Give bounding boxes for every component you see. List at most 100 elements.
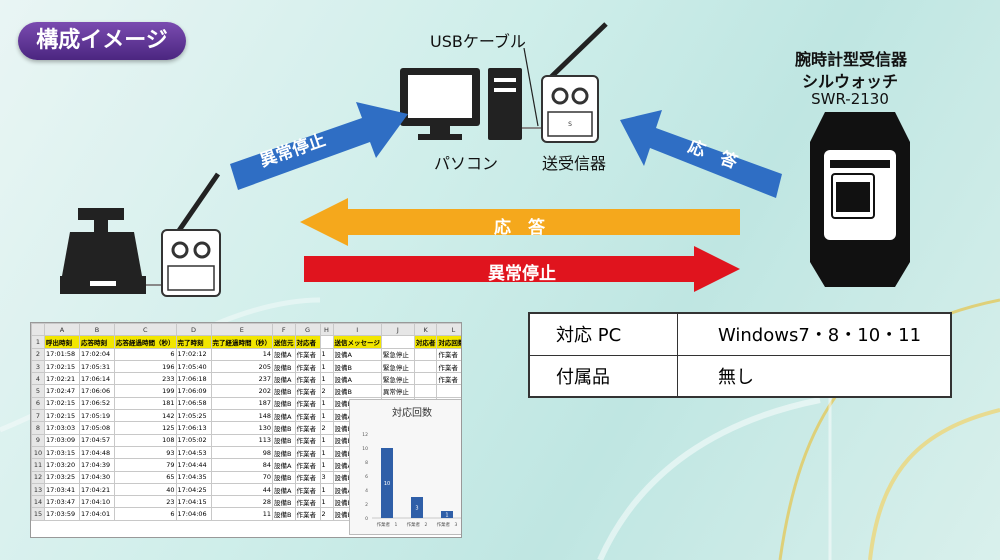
spec-table: 対応 PC Windows7・8・10・11 付属品 無し [528, 312, 952, 398]
sheet-cell: L [436, 323, 461, 337]
sheet-cell: 17:04:21 [79, 482, 115, 497]
sheet-cell: 233 [114, 372, 177, 386]
sheet-cell: 17:02:15 [44, 409, 80, 423]
sheet-cell: 17:03:03 [44, 421, 80, 435]
watch-name-line2: シルウォッチ [801, 72, 898, 91]
sheet-cell: 12 [31, 470, 45, 484]
response-arrow-up [620, 110, 782, 198]
sheet-cell: 8 [31, 421, 45, 435]
sheet-cell: 呼出時刻 [44, 335, 80, 349]
y-tick-label: 10 [362, 446, 368, 452]
sheet-cell: 送信元 [272, 335, 296, 349]
sheet-cell: 4 [31, 372, 45, 386]
sheet-cell: C [114, 323, 177, 337]
sheet-cell: 設備B [272, 359, 296, 374]
sheet-cell: 6 [114, 507, 177, 521]
sheet-cell: 17:01:58 [44, 347, 80, 361]
sheet-cell: 設備B [272, 445, 296, 460]
sheet-cell: 設備B [272, 421, 296, 435]
response-arrow-left-label: 応 答 [494, 218, 545, 238]
sheet-cell: 17:06:14 [79, 372, 115, 386]
sheet-cell: 17:06:13 [175, 421, 212, 435]
chart-title: 対応回数 [392, 406, 432, 419]
sheet-cell: 17:05:40 [175, 359, 212, 374]
bar-data-label: 1 [445, 513, 448, 519]
x-tick-label: 作業者 1 [377, 521, 398, 528]
sheet-cell: 17:05:19 [79, 409, 115, 423]
sheet-cell: 113 [210, 433, 273, 447]
watch-icon [810, 112, 910, 287]
sheet-cell: 設備B [272, 396, 296, 411]
sheet-cell: 202 [210, 384, 273, 398]
sheet-cell: 15 [31, 507, 45, 521]
chart-bar [411, 497, 423, 518]
sheet-cell: 17:04:39 [79, 458, 115, 472]
sheet-cell: 設備A [332, 347, 382, 361]
sheet-cell: 作業者 [436, 347, 461, 361]
sheet-cell: 対応回数 [436, 335, 461, 349]
transceiver-label: 送受信器 [542, 154, 607, 173]
sheet-cell: 作業者 [294, 384, 321, 398]
sheet-cell: 44 [210, 482, 273, 497]
svg-text:S: S [568, 121, 572, 128]
spec-value: 無し [677, 354, 951, 397]
sheet-cell: 17:04:25 [175, 482, 212, 497]
sheet-cell: 79 [114, 458, 177, 472]
y-tick-label: 4 [365, 488, 368, 494]
sheet-cell: 1 [319, 409, 334, 423]
sheet-cell: 作業者 [436, 359, 461, 374]
sheet-cell: 23 [114, 495, 177, 509]
sheet-cell: 28 [210, 495, 273, 509]
sheet-cell: 設備B [272, 433, 296, 447]
sheet-cell: 3 [31, 359, 45, 374]
sheet-cell: 1 [319, 372, 334, 386]
sheet-cell: A [44, 323, 80, 337]
sheet-cell: 送信メッセージ [332, 335, 382, 349]
sheet-cell: 17:06:52 [79, 396, 115, 411]
sheet-cell: 17:04:30 [79, 470, 115, 484]
sheet-cell: 17:06:09 [175, 384, 212, 398]
sheet-cell: 98 [210, 445, 273, 460]
sheet-cell: 1 [319, 482, 334, 497]
y-tick-label: 8 [365, 460, 368, 466]
sheet-cell: 作業者 [294, 482, 321, 497]
sheet-cell: 設備B [272, 384, 296, 398]
y-tick-label: 12 [362, 432, 368, 438]
sheet-cell: 緊急停止 [380, 347, 415, 361]
sheet-cell: 13 [31, 482, 45, 497]
bar-data-label: 10 [384, 481, 390, 487]
sheet-cell: 125 [114, 421, 177, 435]
sheet-cell: 17:06:06 [79, 384, 115, 398]
emergency-arrow-up [230, 102, 408, 190]
sheet-cell: 65 [114, 470, 177, 484]
sheet-cell: 84 [210, 458, 273, 472]
sheet-cell: 148 [210, 409, 273, 423]
sheet-cell: 196 [114, 359, 177, 374]
sheet-cell: 17:02:15 [44, 396, 80, 411]
sheet-cell: 17:04:10 [79, 495, 115, 509]
sheet-cell: 作業者 [294, 347, 321, 361]
sheet-cell: 作業者 [294, 396, 321, 411]
sheet-cell [413, 372, 438, 386]
sheet-cell [436, 384, 461, 398]
sheet-cell: 10 [31, 445, 45, 460]
sheet-cell: 作業者 [294, 433, 321, 447]
spec-label: 付属品 [529, 354, 678, 397]
sheet-cell: 作業者 [294, 359, 321, 374]
sheet-cell: 17:06:58 [175, 396, 212, 411]
sheet-cell: 6 [31, 396, 45, 411]
watch-model: SWR-2130 [811, 90, 889, 108]
sheet-cell: J [380, 323, 415, 337]
sheet-cell: 作業者 [294, 458, 321, 472]
sheet-cell: 17:05:31 [79, 359, 115, 374]
sheet-cell: 17:04:35 [175, 470, 212, 484]
sheet-cell: H [319, 323, 334, 337]
sheet-cell: E [210, 323, 273, 337]
usb-cable-label: USBケーブル [430, 32, 526, 51]
sheet-cell: 設備B [332, 384, 382, 398]
